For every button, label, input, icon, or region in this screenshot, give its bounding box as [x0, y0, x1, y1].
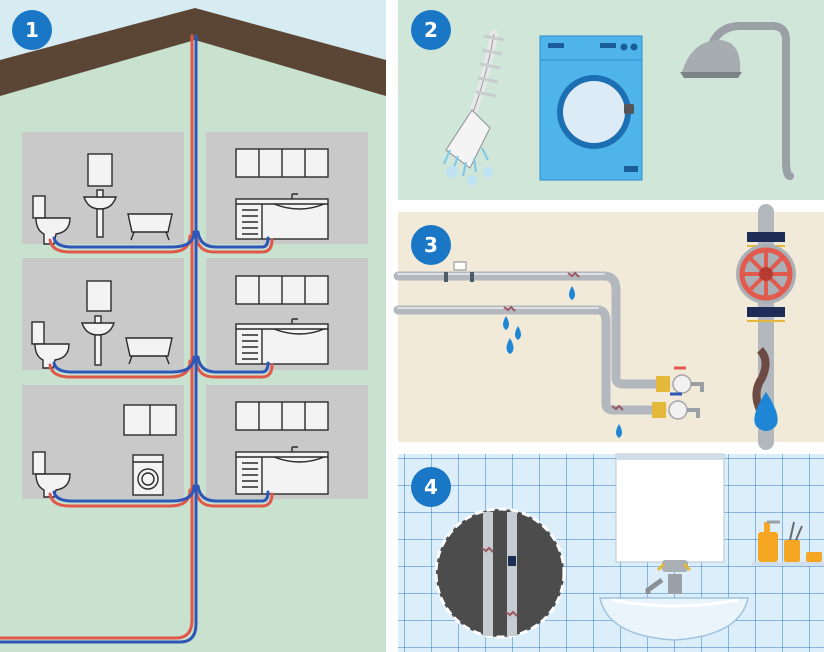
panel-house-piping: 1 — [0, 0, 386, 652]
shower-head-icon — [680, 22, 794, 180]
shelf — [752, 562, 824, 566]
faucet-icon — [652, 366, 704, 420]
sink-icon — [81, 280, 115, 366]
toilet-icon — [32, 451, 71, 498]
faucet-icon — [645, 560, 692, 594]
panel-leaking-pipes: 3 — [393, 204, 824, 450]
svg-text:4: 4 — [424, 475, 438, 499]
valve-wheel-icon — [736, 232, 796, 322]
washing-machine-icon — [132, 454, 164, 496]
bathtub-icon — [127, 213, 173, 241]
bottle-brush-icon — [443, 30, 505, 185]
soap-dispenser-icon — [758, 520, 822, 562]
kitchen-cabinet-icon — [123, 404, 177, 436]
svg-text:2: 2 — [424, 18, 438, 42]
badge-1: 1 — [12, 10, 52, 50]
bathtub-icon — [125, 337, 173, 365]
washing-machine-icon — [539, 35, 643, 181]
mirror — [615, 453, 725, 563]
pipe-cracks — [503, 271, 624, 411]
panel-household-appliances: 2 — [398, 0, 824, 200]
badge-3: 3 — [411, 225, 451, 265]
sink-icon — [599, 597, 749, 641]
rust-crack — [752, 347, 770, 412]
roof — [0, 8, 386, 96]
toilet-icon — [32, 195, 71, 245]
water-drop-icon — [503, 286, 778, 438]
badge-2: 2 — [411, 10, 451, 50]
kitchen-cabinet-icon — [235, 275, 329, 365]
svg-text:1: 1 — [25, 18, 39, 42]
kitchen-cabinet-icon — [235, 148, 329, 240]
toilet-icon — [31, 321, 70, 369]
kitchen-cabinet-icon — [235, 401, 329, 495]
panel-bathroom-wall: 4 — [398, 453, 824, 652]
sink-icon — [83, 153, 117, 238]
cold-water-pipes — [0, 34, 270, 644]
svg-text:3: 3 — [424, 233, 438, 257]
badge-4: 4 — [411, 467, 451, 507]
wall-cutout — [434, 507, 566, 639]
